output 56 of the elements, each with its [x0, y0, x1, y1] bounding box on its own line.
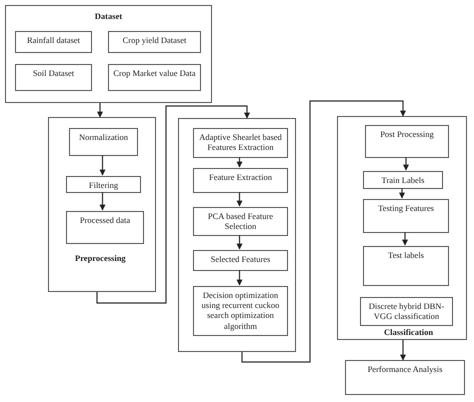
box-label: Crop yield Dataset	[122, 35, 188, 46]
box-label: Rainfall dataset	[26, 35, 82, 46]
arrow	[100, 192, 106, 211]
box-label: Selected Features	[210, 254, 272, 264]
arrow	[96, 105, 250, 304]
process-box	[345, 360, 465, 395]
process-box	[108, 31, 201, 53]
box-label: Processed data	[78, 215, 132, 226]
process-box	[66, 211, 144, 244]
arrow	[403, 157, 409, 171]
box-label: Normalization	[78, 132, 130, 142]
process-box	[363, 171, 443, 189]
process-box	[193, 168, 288, 193]
group-panel	[5, 5, 212, 103]
box-label: Performance Analysis	[366, 364, 444, 374]
group-panel	[337, 116, 467, 340]
process-box	[69, 128, 138, 156]
box-label: Test labels	[387, 250, 425, 260]
process-box	[363, 199, 449, 233]
process-box	[193, 286, 288, 336]
arrow	[100, 155, 106, 176]
process-box	[365, 125, 449, 158]
process-box	[363, 246, 449, 286]
box-label: Train Labels	[380, 175, 426, 186]
arrow	[241, 100, 406, 363]
box-label: Decision optimization using recurrent cuckoo search optimization algorithm	[200, 290, 280, 331]
arrow	[236, 192, 242, 207]
process-box	[193, 128, 288, 158]
arrow	[236, 270, 242, 286]
process-box	[15, 64, 92, 91]
arrow	[236, 235, 242, 250]
box-label: Filtering	[88, 180, 120, 190]
arrow	[400, 340, 406, 361]
arrow	[97, 103, 103, 118]
box-label: Soil Dataset	[32, 68, 76, 78]
box-label: Crop Market value Data	[112, 68, 197, 78]
arrow	[399, 188, 405, 199]
group-panel	[178, 118, 296, 352]
process-box	[66, 176, 141, 193]
process-box	[193, 250, 288, 271]
arrow	[236, 157, 242, 168]
process-box	[108, 64, 201, 91]
box-label: Testing Features	[377, 203, 435, 214]
box-label: Discrete hybrid DBN-VGG classification	[368, 301, 446, 322]
group-heading: Classification	[384, 327, 434, 337]
process-box	[15, 31, 92, 53]
process-box	[193, 207, 288, 236]
group-heading: Dataset	[94, 11, 124, 21]
group-panel	[48, 117, 156, 292]
box-label: Post Processing	[379, 129, 435, 140]
group-heading: Preprocessing	[75, 253, 126, 263]
process-box	[360, 297, 453, 326]
box-label: Feature Extraction	[208, 172, 273, 182]
box-label: PCA based Feature Selection	[206, 211, 274, 232]
box-label: Adaptive Shearlet based Features Extraction	[198, 132, 283, 152]
arrow	[402, 232, 408, 246]
